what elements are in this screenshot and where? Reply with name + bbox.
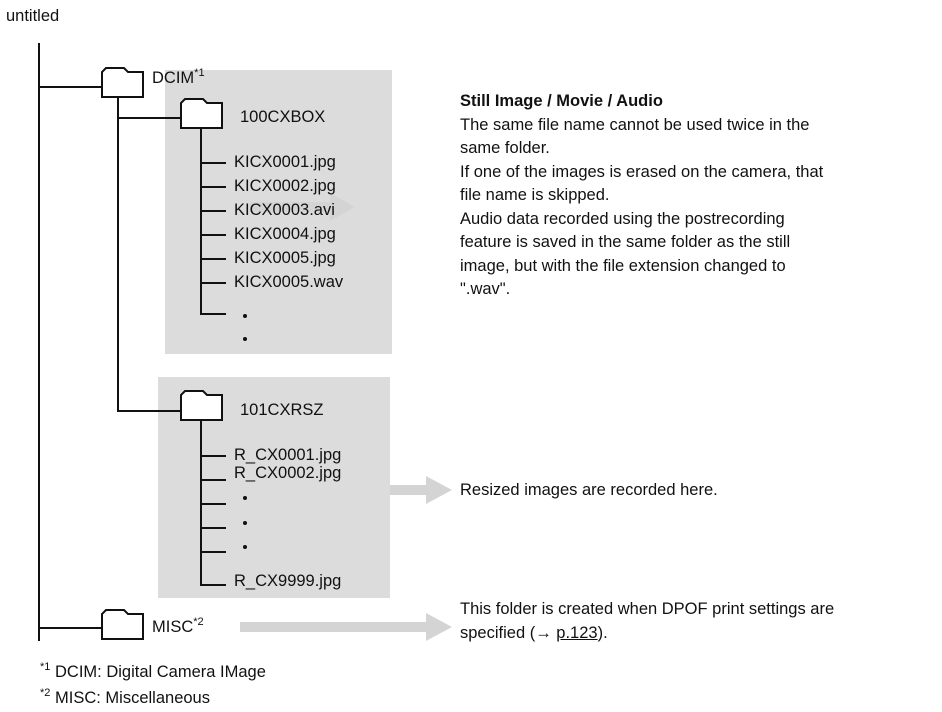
file-branch-line — [200, 313, 226, 315]
still-description: Still Image / Movie / Audio The same fil… — [460, 90, 823, 302]
ellipsis-dot — [243, 521, 247, 525]
misc-label: MISC*2 — [152, 616, 204, 636]
folder-icon — [101, 609, 144, 640]
file-branch-line — [200, 503, 226, 505]
misc-description: This folder is created when DPOF print s… — [460, 600, 835, 642]
still-line: image, but with the file extension chang… — [460, 256, 786, 275]
file-item: R_CX9999.jpg — [234, 572, 342, 590]
file-branch-line — [200, 210, 226, 212]
misc-branch-line — [38, 627, 102, 629]
still-line: feature is saved in the same folder as t… — [460, 233, 791, 251]
still-line: The same file name cannot be used twice … — [460, 115, 810, 134]
file-item: KICX0004.jpg — [234, 225, 336, 243]
folder2-label: 101CXRSZ — [240, 401, 324, 419]
folder1-label: 100CXBOX — [240, 108, 326, 126]
folder-icon — [180, 98, 223, 129]
file-branch-line — [200, 551, 226, 553]
file-branch-line — [200, 282, 226, 284]
file-item: KICX0003.avi — [234, 201, 335, 219]
file-branch-line — [200, 186, 226, 188]
file-branch-line — [200, 234, 226, 236]
file-branch-line — [200, 455, 226, 457]
footnote-2: *2 MISC: Miscellaneous — [40, 687, 210, 707]
page-title: untitled — [6, 7, 60, 25]
file-item: KICX0005.jpg — [234, 249, 336, 267]
file-item: R_CX0002.jpg — [234, 464, 342, 482]
ellipsis-dot — [243, 496, 247, 500]
file-branch-line — [200, 258, 226, 260]
file-branch-line — [200, 162, 226, 164]
file-branch-line — [200, 527, 226, 529]
resized-description: Resized images are recorded here. — [460, 481, 718, 499]
arrow-resized — [390, 476, 452, 504]
arrow-still — [250, 193, 355, 221]
right-arrow-icon: → — [535, 623, 552, 642]
arrow-misc — [240, 613, 452, 641]
ellipsis-dot — [243, 337, 247, 341]
page-link[interactable]: p.123 — [556, 623, 598, 642]
still-line: file name is skipped. — [460, 186, 610, 204]
still-line: ".wav". — [460, 280, 511, 298]
file-item: R_CX0001.jpg — [234, 446, 342, 464]
file-item: KICX0002.jpg — [234, 177, 336, 195]
folder2-trunk-line — [200, 420, 202, 585]
folder-icon — [101, 67, 144, 98]
dcim-branch-line — [38, 86, 102, 88]
folder1-branch-line — [117, 117, 181, 119]
file-item: KICX0005.wav — [234, 273, 344, 291]
ellipsis-dot — [243, 314, 247, 318]
folder2-branch-line — [117, 410, 181, 412]
still-line: same folder. — [460, 139, 550, 157]
folder1-trunk-line — [200, 128, 202, 315]
file-branch-line — [200, 479, 226, 481]
file-item: KICX0001.jpg — [234, 153, 336, 171]
dcim-trunk-line — [117, 97, 119, 411]
still-line: Audio data recorded using the postrecord… — [460, 209, 785, 228]
still-line: If one of the images is erased on the ca… — [460, 162, 824, 181]
ellipsis-dot — [243, 545, 247, 549]
folder-icon — [180, 390, 223, 421]
footnote-1: *1 DCIM: Digital Camera IMage — [40, 661, 266, 681]
root-trunk-line — [38, 43, 40, 641]
still-heading: Still Image / Movie / Audio — [460, 92, 663, 110]
file-branch-line — [200, 584, 226, 586]
dcim-label: DCIM*1 — [152, 67, 205, 87]
